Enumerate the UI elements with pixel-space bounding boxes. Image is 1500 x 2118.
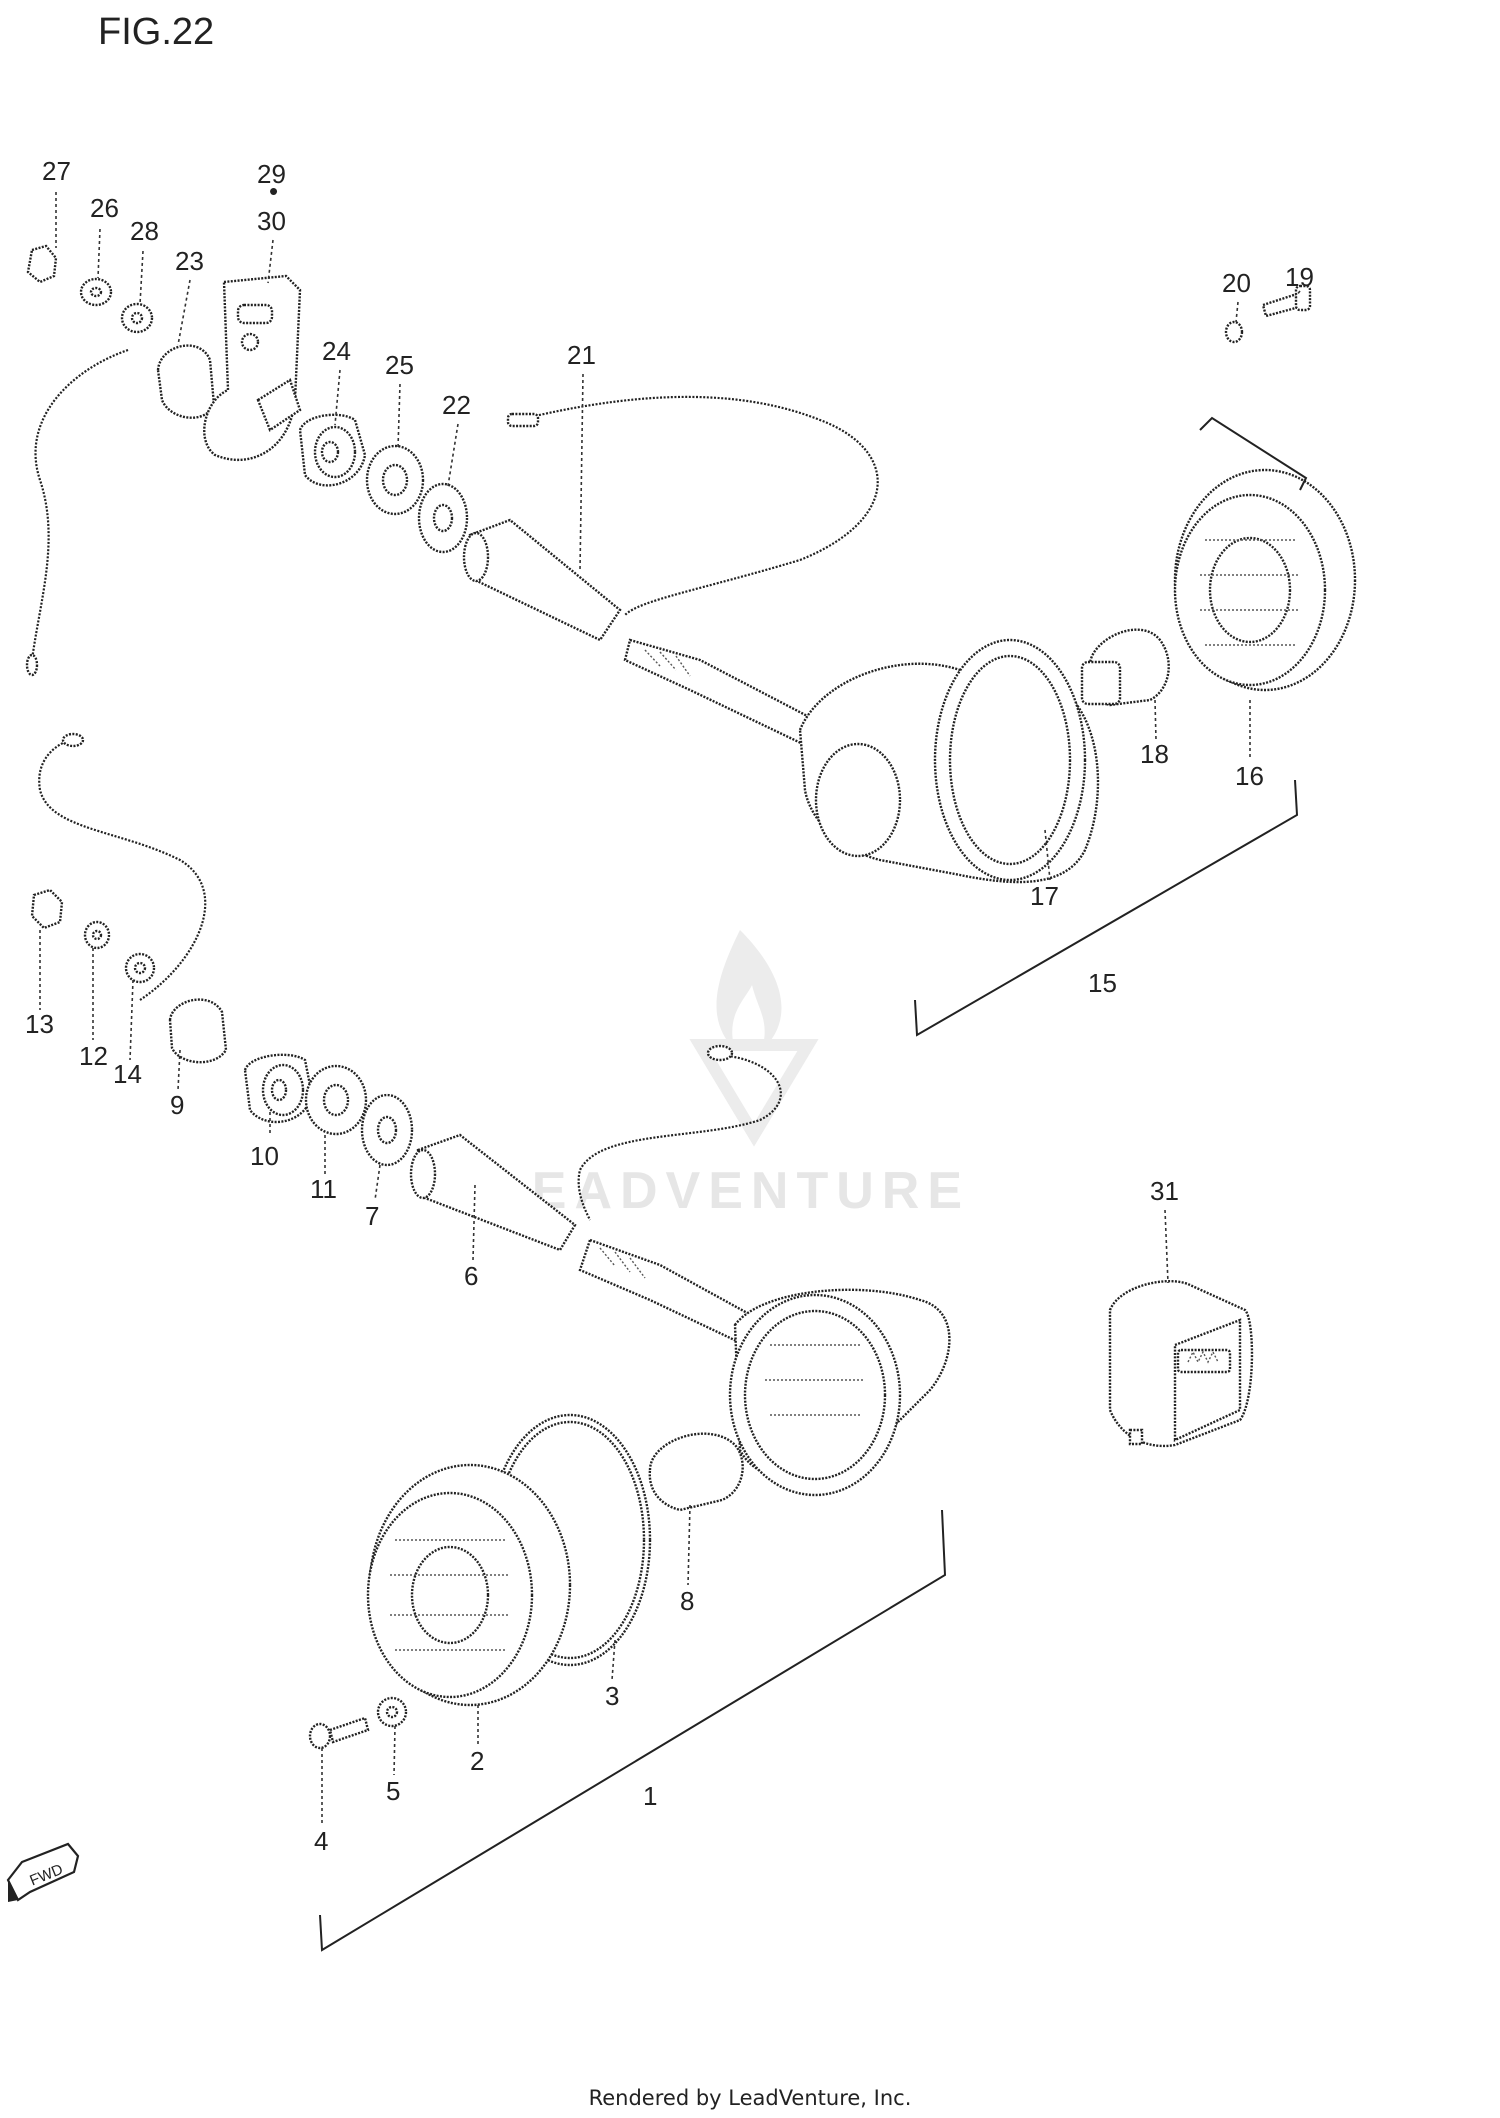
bracket-15: [914, 779, 1299, 1037]
callout-5: 5: [386, 1776, 400, 1806]
callout-19: 19: [1285, 262, 1314, 292]
callout-22: 22: [442, 390, 471, 420]
callout-13: 13: [25, 1009, 54, 1039]
callout-25: 25: [385, 350, 414, 380]
fwd-arrow-icon: FWD: [6, 1842, 80, 1902]
callout-17: 17: [1030, 881, 1059, 911]
callout-31: 31: [1150, 1176, 1179, 1206]
bracket-1: [319, 1509, 947, 1952]
callout-23: 23: [175, 246, 204, 276]
callout-10: 10: [250, 1141, 279, 1171]
lower-turn-signal-assembly: [30, 732, 951, 1750]
watermark-text: LEADVENTURE: [492, 1162, 970, 1220]
callout-28: 28: [130, 216, 159, 246]
callout-30: 30: [257, 206, 286, 236]
callout-4: 4: [314, 1826, 328, 1856]
callout-1: 1: [643, 1781, 657, 1811]
nut-27: [26, 244, 58, 284]
callout-3: 3: [605, 1681, 619, 1711]
callout-21: 21: [567, 340, 596, 370]
callout-7: 7: [365, 1201, 379, 1231]
callout-11: 11: [310, 1174, 337, 1204]
footer-credit: Rendered by LeadVenture, Inc.: [588, 2086, 912, 2110]
callout-9: 9: [170, 1090, 184, 1120]
callout-2: 2: [470, 1746, 484, 1776]
figure-title: FIG.22: [98, 11, 214, 53]
callout-8: 8: [680, 1586, 694, 1616]
watermark: LEADVENTURE: [492, 930, 970, 1220]
callout-26: 26: [90, 193, 119, 223]
callout-12: 12: [79, 1041, 108, 1071]
callout-6: 6: [464, 1261, 478, 1291]
upper-turn-signal-assembly: [25, 244, 1357, 884]
svg-text:•: •: [269, 176, 278, 206]
callout-29: 29: [257, 159, 286, 189]
callouts: 27 26 28 23 29 • 30 24 25 22 21 19 20 18…: [25, 156, 1314, 1856]
callout-18: 18: [1140, 739, 1169, 769]
callout-16: 16: [1235, 761, 1264, 791]
leader-lines: [39, 192, 1301, 1825]
callout-15: 15: [1088, 968, 1117, 998]
callout-24: 24: [322, 336, 351, 366]
callout-20: 20: [1222, 268, 1251, 298]
callout-27: 27: [42, 156, 71, 186]
relay-31: [1108, 1279, 1254, 1448]
callout-14: 14: [113, 1059, 142, 1089]
